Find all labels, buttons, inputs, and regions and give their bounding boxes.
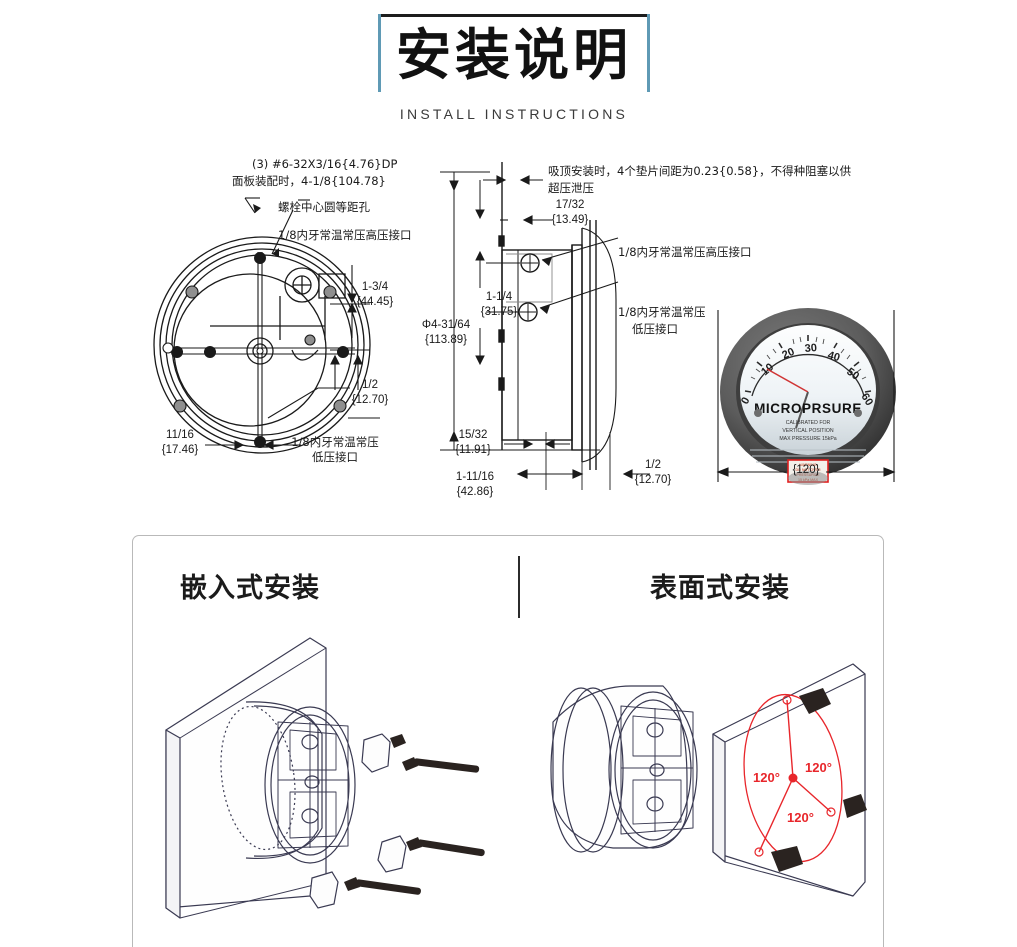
svg-text:MICROPRSURE: MICROPRSURE: [754, 401, 862, 416]
dim-1-2-left: 1/2{12.70}: [351, 379, 389, 406]
side-view-bottom-dims: [504, 432, 650, 490]
angle-label-left: 120°: [753, 770, 780, 785]
side-view-top-arrow: [483, 175, 543, 185]
svg-text:60: 60: [858, 391, 875, 408]
page-title-block: 安装说明 INSTALL INSTRUCTIONS: [378, 14, 650, 124]
surface-mount-heading: 表面式安装: [650, 573, 790, 604]
dim-diameter-4-31-64: Φ4-31/64{113.89}: [421, 319, 471, 346]
title-frame-left-rule: [378, 14, 381, 92]
pressure-gauge-photo: 0 10 20 30 40 50 60 MICROPRSURE CALIBRAT…: [720, 308, 896, 485]
svg-text:VERTICAL POSITION: VERTICAL POSITION: [782, 428, 834, 434]
dim-1-1-4: 1-1/4{31.75}: [480, 291, 518, 318]
dim-1-2-right: 1/2{12.70}: [634, 459, 672, 486]
svg-text:30: 30: [804, 342, 817, 355]
screw-set: [344, 734, 485, 895]
screw-spec-note: (3) #6-32X3/16{4.76}DP: [252, 157, 398, 171]
side-low-port-note-line2: 低压接口: [632, 322, 678, 336]
dim-1-3-4: 1-3/4{44.45}: [356, 281, 394, 308]
title-frame: 安装说明: [378, 14, 650, 92]
angle-label-bottom: 120°: [787, 810, 814, 825]
title-frame-right-rule: [647, 14, 650, 92]
svg-text:MAX PRESSURE 15kPa: MAX PRESSURE 15kPa: [779, 436, 836, 442]
back-low-port-note-line1: 1/8内牙常温常压: [291, 435, 379, 449]
ceiling-install-note-line2: 超压泄压: [548, 181, 594, 195]
svg-text:DO NOT OVER: DO NOT OVER: [795, 468, 820, 472]
svg-text:WARNING: WARNING: [799, 463, 816, 467]
dim-15-32: 15/32{11.91}: [455, 429, 491, 456]
back-view-dim-arrows: [330, 265, 370, 390]
dim-gauge-width: {120}: [792, 464, 820, 476]
back-high-port-note: 1/8内牙常温常压高压接口: [278, 228, 412, 242]
gauge-width-dimension: [716, 310, 896, 482]
svg-text:50: 50: [844, 366, 861, 383]
page-title: 安装说明: [395, 23, 632, 87]
side-low-port-note-line1: 1/8内牙常温常压: [618, 305, 706, 319]
bolt-circle-note: 螺栓中心圆等距孔: [278, 200, 370, 214]
side-section-drawing: [440, 162, 619, 470]
flush-mount-illustration: [165, 637, 485, 919]
bolt-circle-120-layout: [743, 693, 843, 863]
angle-label-right: 120°: [805, 760, 832, 775]
flush-mount-heading: 嵌入式安装: [180, 573, 320, 604]
dim-17-32: 17/32{13.49}: [551, 199, 589, 226]
back-view-bottom-dim: [205, 440, 301, 450]
back-view-drawing: [153, 236, 371, 454]
panel-divider: [518, 556, 520, 618]
ceiling-install-note-line1: 吸顶安装时，4个垫片间距为0.23{0.58}，不得种阻塞以供: [548, 164, 852, 178]
dim-1-11-16: 1-11/16{42.86}: [455, 471, 495, 498]
side-view-17-32-arrow: [500, 215, 552, 225]
back-low-port-note-line2: 低压接口: [312, 450, 358, 464]
wall-screw-set: [771, 688, 867, 872]
svg-text:CALIBRATED FOR: CALIBRATED FOR: [786, 420, 831, 426]
side-high-port-note: 1/8内牙常温常压高压接口: [618, 245, 752, 259]
svg-text:40: 40: [826, 349, 841, 364]
svg-text:20: 20: [780, 346, 796, 362]
dim-11-16: 11/16{17.46}: [161, 429, 199, 456]
svg-text:0: 0: [739, 395, 752, 406]
panel-assembly-note: 面板装配时，4-1/8{104.78}: [232, 174, 386, 188]
back-view-leaders: [244, 197, 380, 419]
technical-drawing-area: (3) #6-32X3/16{4.76}DP 面板装配时，4-1/8{104.7…: [0, 150, 1017, 520]
page-subtitle: INSTALL INSTRUCTIONS: [399, 106, 629, 122]
surface-mount-illustration: 120° 120° 120°: [550, 663, 867, 897]
title-frame-top-rule: [378, 14, 650, 17]
